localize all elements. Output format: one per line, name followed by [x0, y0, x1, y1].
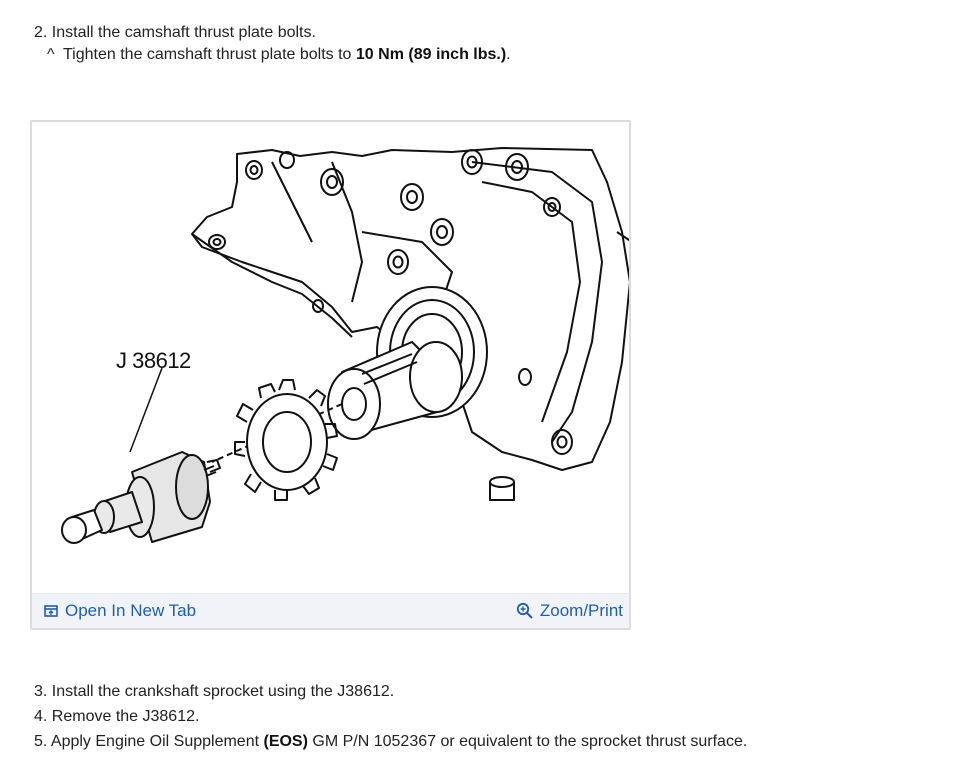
zoom-print-link[interactable]: Zoom/Print — [516, 601, 623, 621]
substep-caret: ^ — [47, 46, 55, 63]
step-4: 4. Remove the J38612. — [34, 708, 200, 725]
substep-period: . — [506, 46, 511, 63]
step-5-text-start: 5. Apply Engine Oil Supplement — [34, 733, 264, 750]
diagram-figure: J 38612 Open In New Tab Zoom/Print — [30, 120, 631, 630]
figure-toolbar: Open In New Tab Zoom/Print — [32, 593, 629, 628]
callout-label-j38612: J 38612 — [116, 348, 191, 373]
step-2-text: Install the camshaft thrust plate bolts. — [51, 24, 316, 41]
torque-spec: 10 Nm (89 inch lbs.) — [355, 46, 507, 63]
step-5-text-end: GM P/N 1052367 or equivalent to the spro… — [307, 733, 748, 750]
step-2-number: 2. — [34, 24, 48, 41]
open-in-new-tab-link[interactable]: Open In New Tab — [44, 601, 196, 621]
open-in-new-tab-label: Open In New Tab — [65, 601, 197, 620]
open-in-new-tab-icon — [44, 605, 58, 617]
step-5-eos: (EOS) — [263, 733, 308, 750]
step-3: 3. Install the crankshaft sprocket using… — [34, 683, 395, 700]
step-2-substep: ^ Tighten the camshaft thrust plate bolts… — [47, 46, 511, 64]
step-5: 5. Apply Engine Oil Supplement (EOS) GM … — [34, 733, 747, 751]
sprocket-shape — [234, 379, 338, 501]
crankshaft-sprocket-diagram — [61, 147, 629, 544]
step-2: 2. Install the camshaft thrust plate bol… — [34, 24, 316, 42]
zoom-print-label: Zoom/Print — [539, 601, 623, 620]
substep-text: Tighten the camshaft thrust plate bolts … — [63, 46, 356, 63]
magnifier-zoom-icon — [516, 602, 533, 619]
tool-j38612-shape — [61, 451, 221, 544]
